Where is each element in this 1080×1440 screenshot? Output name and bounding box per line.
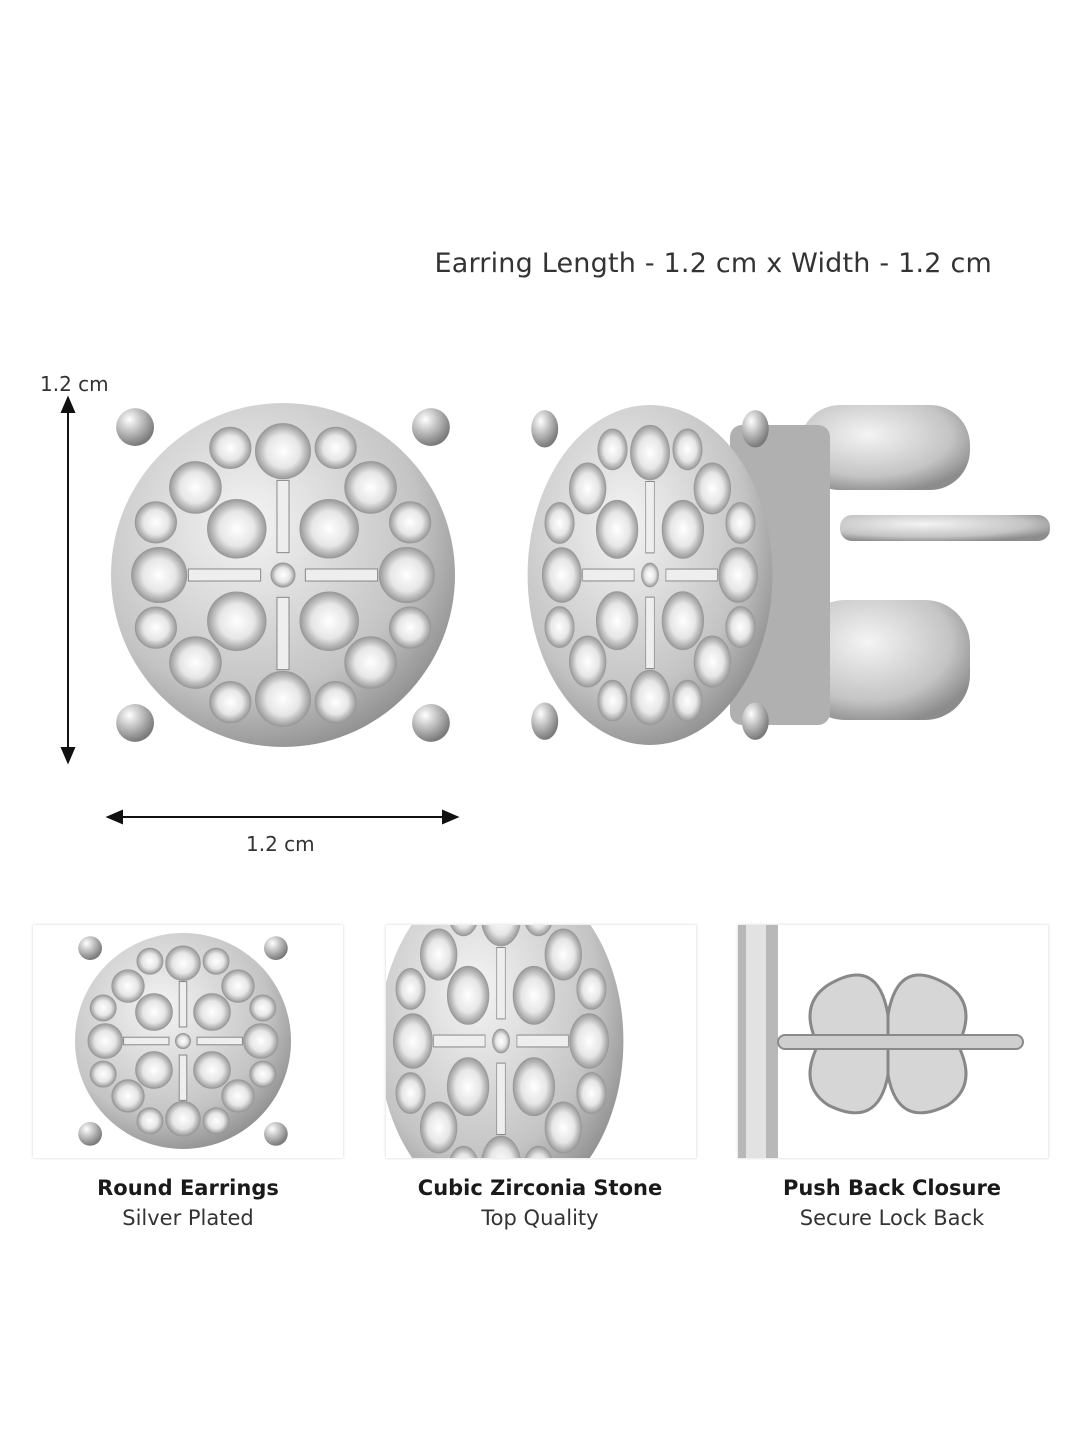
feature-subtitle: Top Quality bbox=[481, 1206, 599, 1230]
height-label: 1.2 cm bbox=[40, 372, 109, 396]
round-earring-thumbnail bbox=[75, 933, 291, 1149]
width-arrow bbox=[105, 809, 460, 825]
feature-title: Push Back Closure bbox=[782, 1176, 1002, 1200]
feature-caption-round: Round Earrings Silver Plated bbox=[8, 1176, 368, 1230]
front-earring-image bbox=[111, 403, 455, 747]
feature-panel-round bbox=[33, 925, 343, 1158]
width-label: 1.2 cm bbox=[246, 832, 315, 856]
feature-subtitle: Secure Lock Back bbox=[799, 1206, 985, 1230]
side-earring-image bbox=[527, 405, 1050, 745]
feature-panel-stone bbox=[386, 925, 696, 1158]
main-illustration bbox=[60, 395, 1050, 825]
feature-subtitle: Silver Plated bbox=[122, 1206, 254, 1230]
feature-panel-closure bbox=[738, 925, 1048, 1158]
stone-closeup-thumbnail bbox=[386, 925, 624, 1158]
push-back-closure-thumbnail bbox=[738, 925, 1024, 1158]
feature-caption-stone: Cubic Zirconia Stone Top Quality bbox=[360, 1176, 720, 1230]
feature-title: Cubic Zirconia Stone bbox=[417, 1176, 663, 1200]
dimension-headline: Earring Length - 1.2 cm x Width - 1.2 cm bbox=[434, 248, 992, 279]
feature-caption-closure: Push Back Closure Secure Lock Back bbox=[712, 1176, 1072, 1230]
feature-title: Round Earrings bbox=[97, 1176, 279, 1200]
height-arrow bbox=[60, 395, 76, 765]
